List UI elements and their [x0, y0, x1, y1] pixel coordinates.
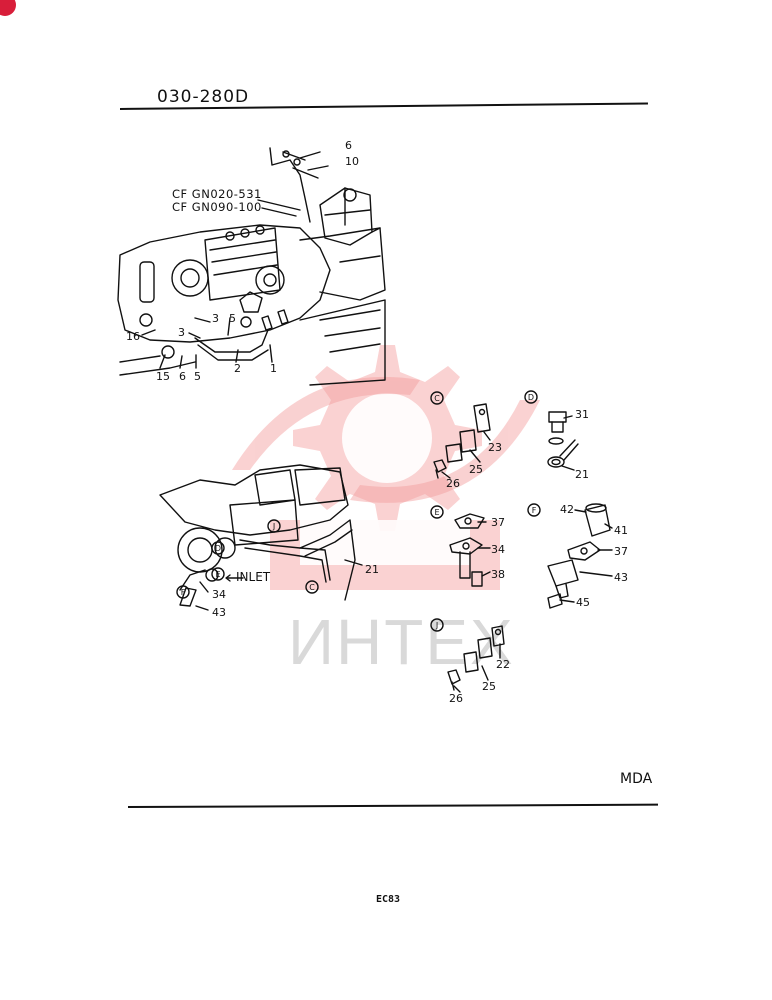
reference-cf-1: CF GN020-531 — [172, 187, 262, 201]
part-number: 26 — [446, 477, 460, 490]
part-number: 2 — [234, 362, 241, 375]
inlet-label: INLET — [236, 570, 271, 584]
part-number: 5 — [194, 370, 201, 383]
part-number: 37 — [491, 516, 505, 529]
part-number: 3 — [212, 312, 219, 325]
svg-text:F: F — [181, 588, 186, 597]
part-number: 16 — [126, 330, 140, 343]
part-number: 34 — [212, 588, 226, 601]
part-number: 10 — [345, 155, 359, 168]
part-number: 22 — [496, 658, 510, 671]
part-number: 1 — [270, 362, 277, 375]
svg-text:E: E — [434, 508, 439, 517]
svg-text:F: F — [532, 506, 537, 515]
part-number: 21 — [365, 563, 379, 576]
part-number: 6 — [345, 139, 352, 152]
watermark-text: ИНТЕХ — [288, 606, 515, 678]
part-number: 41 — [614, 524, 628, 537]
svg-text:J: J — [435, 621, 438, 630]
page-code: EC83 — [376, 894, 401, 905]
reference-cf-2: CF GN090-100 — [172, 200, 262, 214]
svg-text:C: C — [434, 394, 440, 403]
part-number: 43 — [614, 571, 628, 584]
page-title: 030-280D — [157, 87, 250, 107]
part-number: 25 — [482, 680, 496, 693]
part-number: 15 — [156, 370, 170, 383]
part-number: 31 — [575, 408, 589, 421]
part-number: 42 — [560, 503, 574, 516]
part-number: 23 — [488, 441, 502, 454]
svg-text:J: J — [272, 522, 275, 531]
svg-text:D: D — [528, 393, 534, 402]
part-number: 45 — [576, 596, 590, 609]
part-number: 6 — [179, 370, 186, 383]
part-number: 43 — [212, 606, 226, 619]
part-number: 25 — [469, 463, 483, 476]
part-number: 21 — [575, 468, 589, 481]
corner-marker — [0, 0, 16, 16]
part-number: 38 — [491, 568, 505, 581]
part-number: 34 — [491, 543, 505, 556]
part-number: 26 — [449, 692, 463, 705]
part-number: 37 — [614, 545, 628, 558]
svg-text:E: E — [215, 570, 220, 579]
footer-mda: MDA — [620, 771, 653, 787]
part-number: 3 — [178, 326, 185, 339]
svg-text:C: C — [309, 583, 315, 592]
part-number: 5 — [229, 312, 236, 325]
svg-text:D: D — [215, 544, 221, 553]
